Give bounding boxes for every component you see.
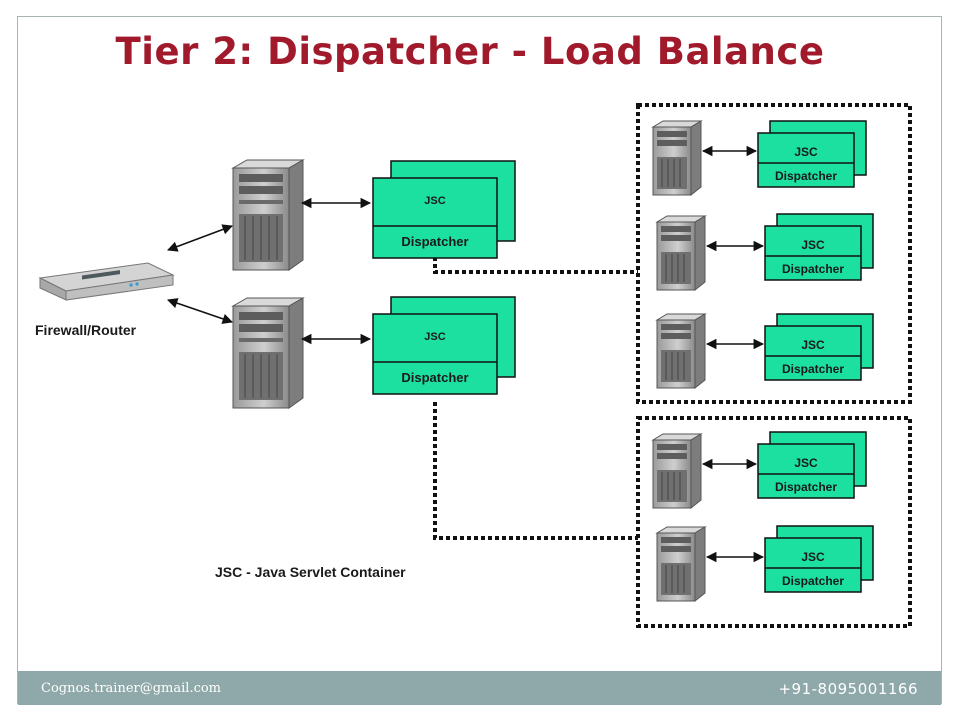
server-cluster-bottom [636,416,912,628]
dispatcher-label: Dispatcher [775,480,837,494]
server-tower-icon [655,313,707,390]
server-tower-icon [655,526,707,603]
dispatcher-label: Dispatcher [782,262,844,276]
link-router-server-1 [167,224,233,252]
cluster-link-bottom [433,402,638,540]
slide-title: Tier 2: Dispatcher - Load Balance [115,30,825,73]
server-cluster-top [636,103,912,404]
jsc-label: JSC [801,338,825,352]
router-label: Firewall/Router [35,322,137,338]
footer-bar: Cognos.trainer@gmail.com +91-8095001166 [18,671,941,705]
dispatcher-label: Dispatcher [401,234,468,249]
router-icon [38,262,175,301]
server-tower-icon [231,297,305,409]
footer-email: Cognos.trainer@gmail.com [41,681,222,696]
legend-text: JSC - Java Servlet Container [215,564,406,580]
server-tower-icon [231,159,305,271]
jsc-label: JSC [794,456,818,470]
jsc-dispatcher-stack-icon: JSC Dispatcher [372,160,516,259]
jsc-dispatcher-stack-icon: JSC Dispatcher [764,313,874,381]
server-tower-icon [651,433,703,510]
jsc-dispatcher-stack-icon: JSC Dispatcher [372,296,516,395]
dispatcher-label: Dispatcher [782,362,844,376]
jsc-label: JSC [424,195,445,207]
dispatcher-label: Dispatcher [401,370,468,385]
jsc-dispatcher-stack-icon: JSC Dispatcher [764,213,874,281]
jsc-label: JSC [424,331,445,343]
jsc-label: JSC [794,145,818,159]
jsc-label: JSC [801,550,825,564]
jsc-label: JSC [801,238,825,252]
server-tower-icon [655,215,707,292]
jsc-dispatcher-stack-icon: JSC Dispatcher [757,120,867,188]
footer-phone: +91-8095001166 [778,680,918,698]
jsc-dispatcher-stack-icon: JSC Dispatcher [757,431,867,499]
dispatcher-label: Dispatcher [782,574,844,588]
link-router-server-2 [167,298,233,324]
jsc-dispatcher-stack-icon: JSC Dispatcher [764,525,874,593]
dispatcher-label: Dispatcher [775,169,837,183]
server-tower-icon [651,120,703,197]
